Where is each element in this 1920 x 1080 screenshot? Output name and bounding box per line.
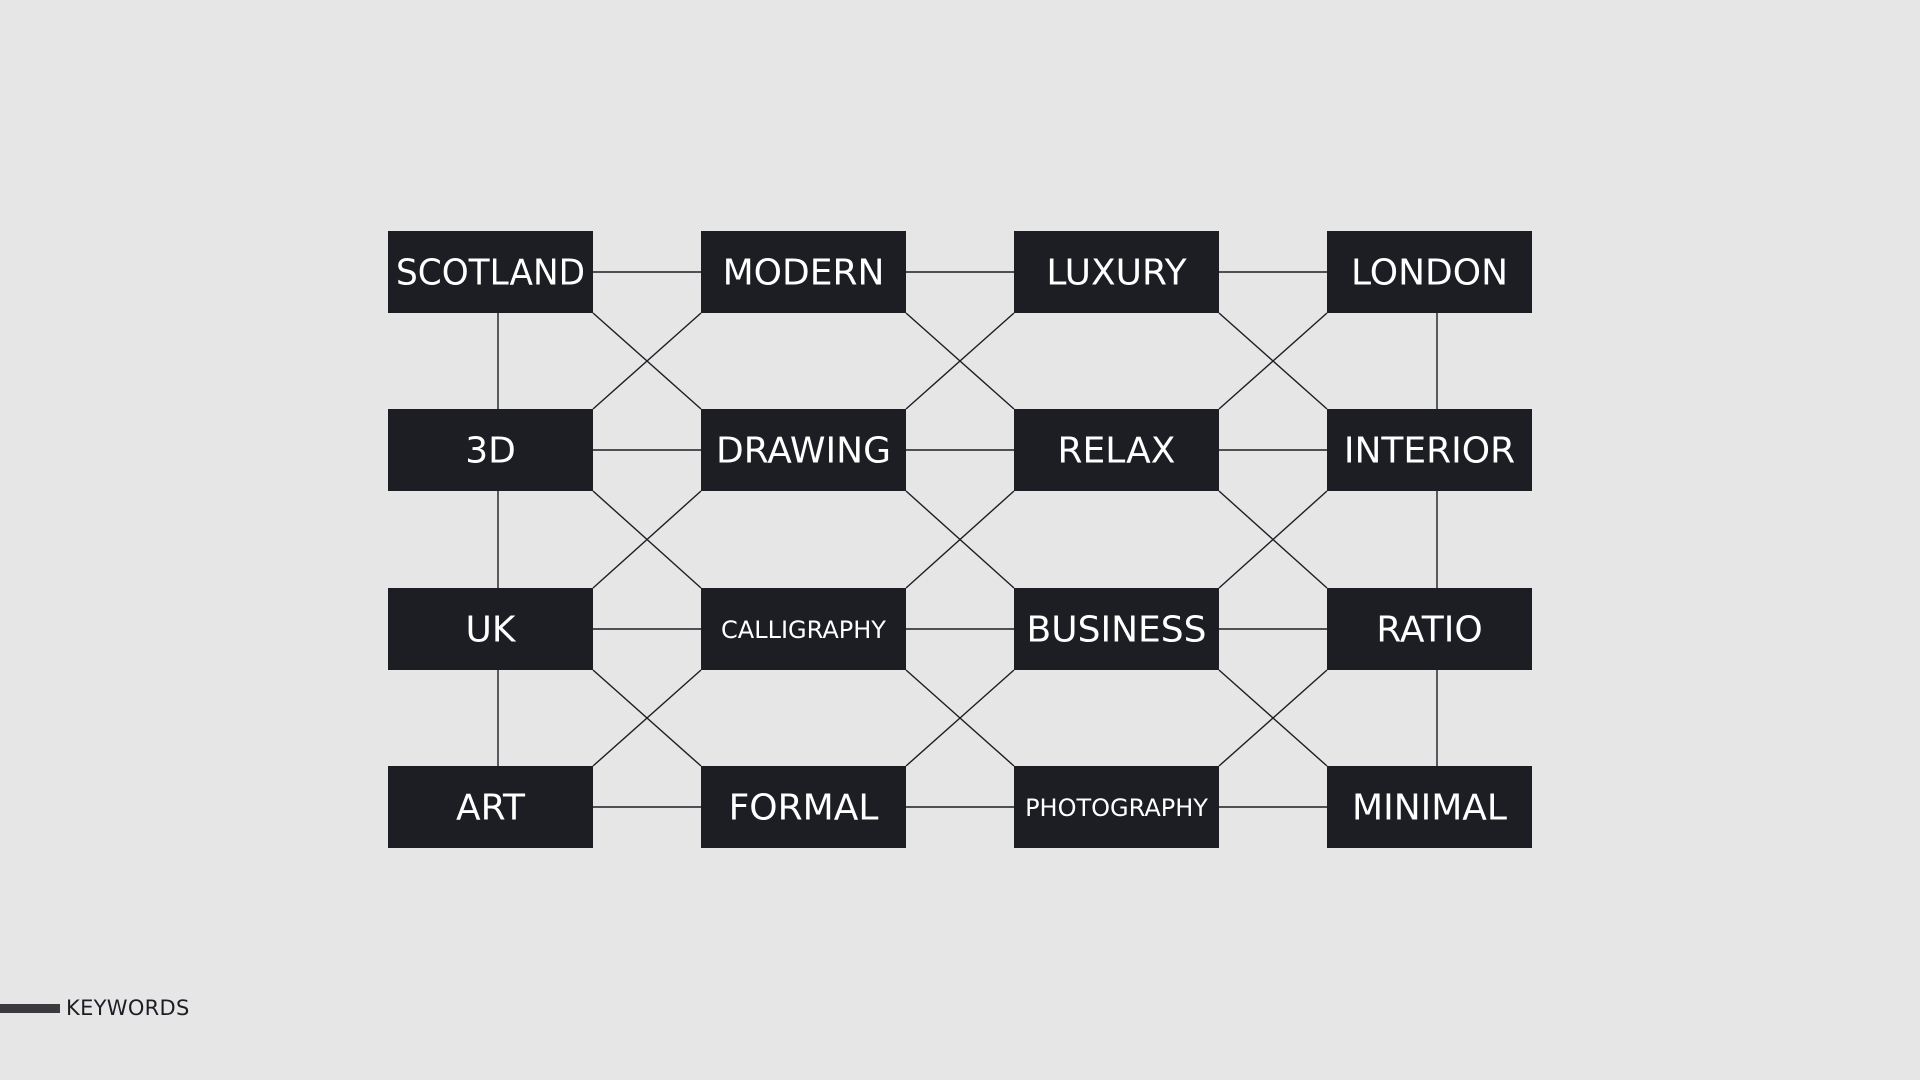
node-box (701, 231, 906, 313)
edge-london-relax (1218, 312, 1328, 410)
node-uk: UK (388, 588, 593, 670)
node-label: FORMAL (729, 788, 879, 829)
node-label: UK (466, 610, 517, 651)
node-scotland: SCOTLAND (388, 231, 593, 313)
node-minimal: MINIMAL (1327, 766, 1532, 848)
node-label: MINIMAL (1352, 788, 1507, 829)
node-label: RELAX (1058, 431, 1176, 472)
node-box (1327, 766, 1532, 848)
node-interior: INTERIOR (1327, 409, 1532, 491)
node-label: BUSINESS (1027, 610, 1207, 651)
node-box (388, 231, 593, 313)
edge-modern-3d (592, 312, 702, 410)
node-box (701, 766, 906, 848)
node-box (1014, 766, 1219, 848)
edge-interior-business (1218, 490, 1328, 589)
edge-business-formal (905, 669, 1015, 767)
node-box (1327, 409, 1532, 491)
keyword-nodes: SCOTLAND MODERN LUXURY LONDON 3D DRAWING RELAX… (388, 231, 1532, 848)
node-label: SCOTLAND (396, 253, 585, 294)
node-relax: RELAX (1014, 409, 1219, 491)
node-label: MODERN (723, 253, 885, 294)
node-label: LUXURY (1046, 253, 1187, 294)
node-drawing: DRAWING (701, 409, 906, 491)
section-footer: KEYWORDS (0, 996, 190, 1020)
footer-label: KEYWORDS (66, 996, 190, 1020)
node-label: INTERIOR (1344, 431, 1515, 472)
node-label: DRAWING (716, 431, 891, 472)
node-label: 3D (465, 431, 516, 472)
footer-accent-bar (0, 1003, 60, 1013)
node-3d: 3D (388, 409, 593, 491)
node-box (388, 588, 593, 670)
node-label: PHOTOGRAPHY (1025, 794, 1208, 822)
node-box (1327, 588, 1532, 670)
edge-calligraphy-art (592, 669, 702, 767)
node-photography: PHOTOGRAPHY (1014, 766, 1219, 848)
node-label: CALLIGRAPHY (721, 616, 886, 644)
node-business: BUSINESS (1014, 588, 1219, 670)
node-modern: MODERN (701, 231, 906, 313)
node-box (701, 409, 906, 491)
connection-lines (497, 271, 1438, 808)
node-box (388, 409, 593, 491)
edge-drawing-uk (592, 490, 702, 589)
edge-ratio-photography (1218, 669, 1328, 767)
edge-relax-calligraphy (905, 490, 1015, 589)
node-box (1014, 409, 1219, 491)
node-box (1014, 231, 1219, 313)
node-label: RATIO (1376, 610, 1482, 651)
node-art: ART (388, 766, 593, 848)
edge-luxury-drawing (905, 312, 1015, 410)
node-ratio: RATIO (1327, 588, 1532, 670)
node-box (1014, 588, 1219, 670)
node-formal: FORMAL (701, 766, 906, 848)
node-label: LONDON (1351, 253, 1508, 294)
node-box (1327, 231, 1532, 313)
node-box (701, 588, 906, 670)
node-label: ART (456, 788, 526, 829)
node-calligraphy: CALLIGRAPHY (701, 588, 906, 670)
node-box (388, 766, 593, 848)
node-london: LONDON (1327, 231, 1532, 313)
node-luxury: LUXURY (1014, 231, 1219, 313)
